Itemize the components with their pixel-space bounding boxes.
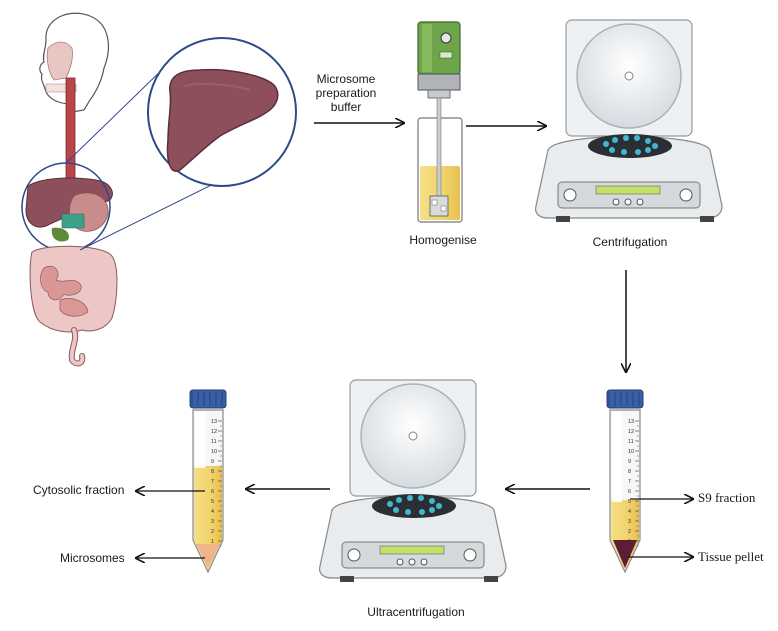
tube-microsomes-scale: 13 12 11 10 9 8 7 6 5 4 3 2 1 [211,419,222,547]
scale-label: 9 [211,459,214,465]
scale-label: 8 [211,469,214,475]
scale-label: 1 [628,539,631,545]
label-microsomes: Microsomes [60,551,125,565]
tube-s9-scale: 13 12 11 10 9 8 7 6 5 4 3 2 1 [628,419,639,547]
label-ultracentrifugation: Ultracentrifugation [367,605,465,619]
scale-label: 7 [211,479,214,485]
label-tissue-pellet: Tissue pellet [698,549,764,564]
label-centrifugation: Centrifugation [592,235,668,249]
label-s9-fraction: S9 fraction [698,490,756,505]
scale-label: 11 [211,439,217,445]
scale-label: 4 [211,509,214,515]
label-buffer-line1: Microsome [316,72,376,86]
scale-label: 12 [628,429,634,435]
scale-label: 8 [628,469,631,475]
ultracentrifuge [319,379,507,582]
tube-microsomes: 13 12 11 10 9 8 7 6 5 4 3 2 1 [189,389,227,574]
scale-label: 3 [628,519,631,525]
scale-label: 13 [211,419,217,425]
liver-magnified [147,37,297,187]
scale-label: 4 [628,509,631,515]
scale-label: 10 [211,449,217,455]
scale-label: 11 [628,439,634,445]
scale-label: 2 [211,529,214,535]
label-buffer-line2: preparation [315,86,377,100]
label-buffer: Microsome preparation buffer [306,72,386,114]
homogeniser [417,21,463,223]
zoom-line-upper [65,61,171,164]
scale-label: 6 [628,489,631,495]
human-anatomy-illustration [21,12,118,367]
scale-label: 2 [628,529,631,535]
scale-label: 7 [628,479,631,485]
scale-label: 9 [628,459,631,465]
scale-label: 5 [211,499,214,505]
label-cytosolic-fraction: Cytosolic fraction [33,483,125,497]
label-buffer-line3: buffer [330,100,362,114]
scale-label: 12 [211,429,217,435]
tube-s9: 13 12 11 10 9 8 7 6 5 4 3 2 1 [606,389,644,574]
scale-label: 5 [628,499,631,505]
scale-label: 3 [211,519,214,525]
scale-label: 10 [628,449,634,455]
scale-label: 6 [211,489,214,495]
scale-label: 13 [628,419,634,425]
scale-label: 1 [211,539,214,545]
centrifuge-top [535,19,723,222]
label-homogenise: Homogenise [409,233,477,247]
